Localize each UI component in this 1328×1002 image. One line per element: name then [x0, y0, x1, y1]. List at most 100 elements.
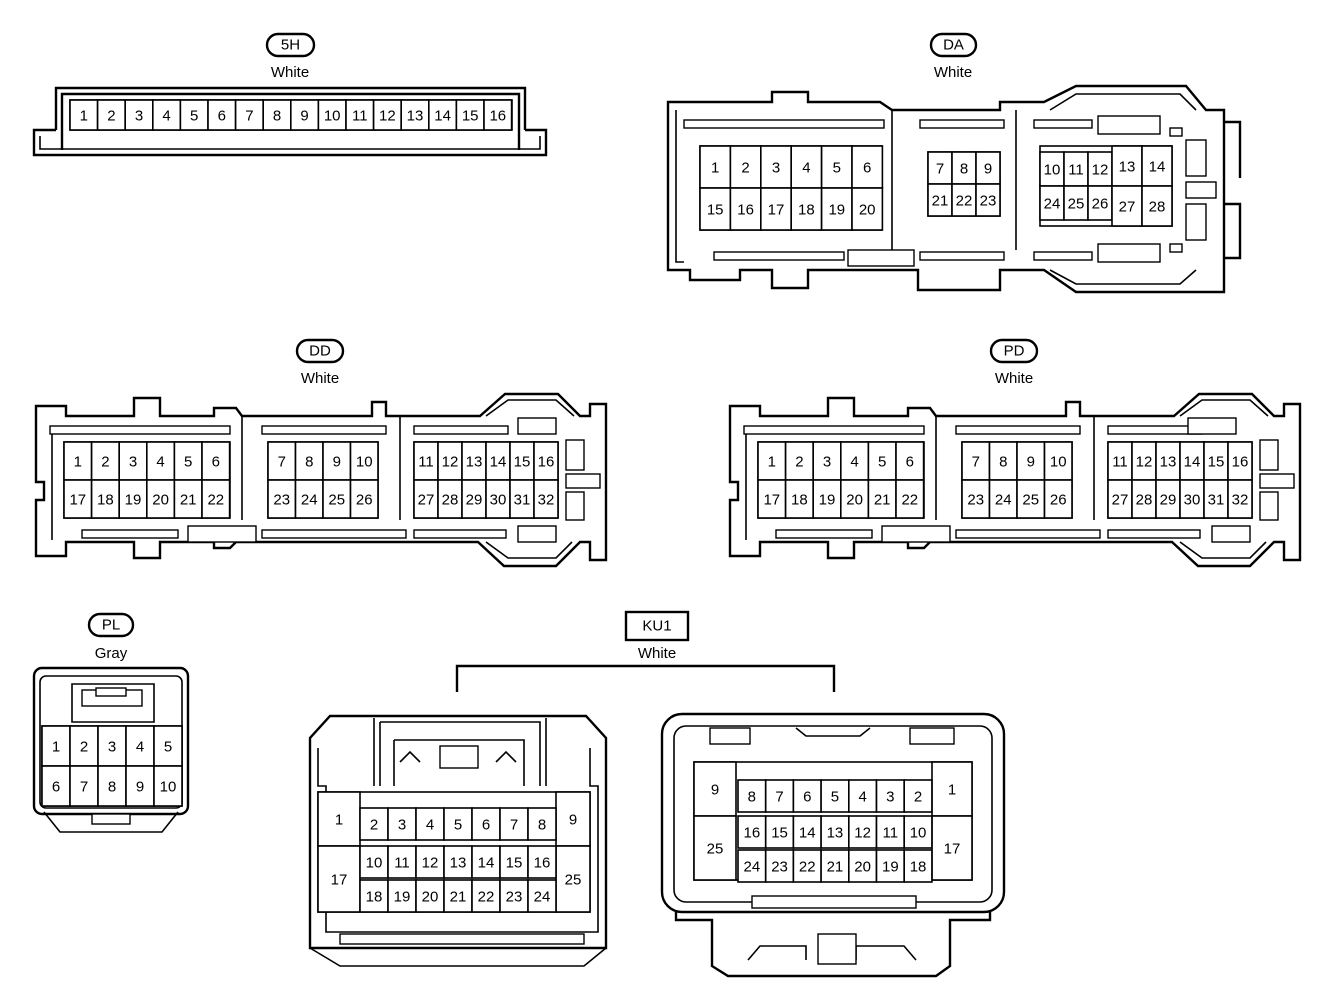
svg-text:27: 27: [1112, 492, 1129, 509]
pin-pd-18: 18: [784, 479, 814, 519]
svg-text:29: 29: [1160, 492, 1177, 509]
pin-pl-6: 6: [41, 765, 71, 807]
svg-text:12: 12: [854, 825, 871, 842]
svg-text:26: 26: [1092, 196, 1109, 213]
svg-text:16: 16: [489, 108, 506, 125]
pin-da-18: 18: [790, 187, 823, 231]
pin-da-3: 3: [759, 145, 792, 189]
svg-text:4: 4: [426, 817, 434, 834]
pin-da-28: 28: [1141, 185, 1173, 227]
connector-ku1-tag: [624, 610, 690, 642]
svg-text:27: 27: [1119, 199, 1136, 216]
pin-pd-21: 21: [867, 479, 897, 519]
svg-text:15: 15: [506, 855, 523, 872]
pin-dd-11: 11: [413, 441, 439, 481]
svg-text:8: 8: [538, 817, 546, 834]
svg-text:18: 18: [366, 889, 383, 906]
svg-text:31: 31: [1208, 492, 1225, 509]
pin-dd-15: 15: [509, 441, 535, 481]
pin-dd-12: 12: [437, 441, 463, 481]
svg-text:23: 23: [771, 859, 788, 876]
pin-ku1-25: 25: [693, 815, 737, 881]
pin-ku1-22: 22: [792, 849, 822, 883]
pin-dd-17: 17: [63, 479, 93, 519]
pin-ku1-14: 14: [471, 845, 501, 879]
pin-pl-5: 5: [153, 725, 183, 767]
pin-dd-32: 32: [533, 479, 559, 519]
svg-text:25: 25: [1068, 196, 1085, 213]
svg-text:21: 21: [450, 889, 467, 906]
pin-dd-10: 10: [349, 441, 379, 481]
pin-dd-21: 21: [173, 479, 203, 519]
svg-text:22: 22: [901, 492, 918, 509]
connector-ku1-bracket: [455, 664, 836, 692]
svg-text:25: 25: [707, 841, 724, 858]
pin-pl-1: 1: [41, 725, 71, 767]
svg-text:3: 3: [772, 160, 780, 177]
svg-text:17: 17: [944, 841, 961, 858]
pin-ku1-2: 2: [359, 807, 389, 841]
pin-ku1-20: 20: [415, 879, 445, 913]
svg-text:2: 2: [795, 454, 803, 471]
pin-ku1-15: 15: [499, 845, 529, 879]
svg-text:1: 1: [335, 812, 343, 829]
pin-ku1-4: 4: [847, 779, 878, 813]
svg-text:20: 20: [859, 202, 876, 219]
svg-text:11: 11: [394, 855, 410, 872]
svg-text:22: 22: [799, 859, 816, 876]
pin-ku1-19: 19: [875, 849, 906, 883]
svg-text:14: 14: [434, 108, 451, 125]
svg-text:8: 8: [960, 161, 968, 178]
svg-text:3: 3: [398, 817, 406, 834]
svg-text:12: 12: [1092, 162, 1109, 179]
pin-dd-16: 16: [533, 441, 559, 481]
pin-da-7: 7: [927, 151, 953, 185]
svg-text:1: 1: [768, 454, 776, 471]
pin-ku1-24: 24: [527, 879, 557, 913]
pin-dd-20: 20: [146, 479, 176, 519]
svg-text:2: 2: [107, 108, 115, 125]
svg-text:22: 22: [207, 492, 224, 509]
svg-text:13: 13: [466, 454, 483, 471]
pin-pl-2: 2: [69, 725, 99, 767]
pin-pd-24: 24: [988, 479, 1018, 519]
svg-text:5: 5: [184, 454, 192, 471]
pin-5h-16: 16: [483, 99, 513, 131]
svg-text:1: 1: [80, 108, 88, 125]
svg-text:22: 22: [956, 193, 973, 210]
connector-da-color: White: [934, 64, 972, 81]
svg-text:13: 13: [1160, 454, 1177, 471]
pin-ku1-25: 25: [555, 845, 591, 913]
pin-ku1-14: 14: [792, 815, 822, 849]
pin-pd-20: 20: [839, 479, 870, 519]
svg-text:8: 8: [273, 108, 281, 125]
svg-text:10: 10: [1050, 454, 1067, 471]
svg-text:9: 9: [1027, 454, 1035, 471]
svg-text:12: 12: [1136, 454, 1153, 471]
pin-ku1-23: 23: [499, 879, 529, 913]
svg-text:20: 20: [422, 889, 439, 906]
pin-pd-27: 27: [1107, 479, 1133, 519]
svg-text:21: 21: [180, 492, 197, 509]
svg-text:23: 23: [967, 492, 984, 509]
svg-text:10: 10: [910, 825, 927, 842]
svg-text:8: 8: [999, 454, 1007, 471]
pin-5h-2: 2: [96, 99, 126, 131]
pin-ku1-7: 7: [499, 807, 529, 841]
pin-ku1-1: 1: [931, 761, 973, 817]
svg-text:4: 4: [136, 739, 144, 756]
pin-ku1-3: 3: [875, 779, 906, 813]
pin-ku1-21: 21: [820, 849, 850, 883]
pin-pd-17: 17: [757, 479, 787, 519]
pin-pd-25: 25: [1016, 479, 1046, 519]
svg-text:31: 31: [514, 492, 531, 509]
svg-text:28: 28: [1136, 492, 1153, 509]
svg-text:4: 4: [858, 789, 866, 806]
pin-5h-1: 1: [69, 99, 99, 131]
pin-ku1-22: 22: [471, 879, 501, 913]
svg-text:13: 13: [1119, 159, 1136, 176]
pin-pl-3: 3: [97, 725, 127, 767]
svg-text:11: 11: [883, 825, 899, 842]
svg-text:20: 20: [152, 492, 169, 509]
